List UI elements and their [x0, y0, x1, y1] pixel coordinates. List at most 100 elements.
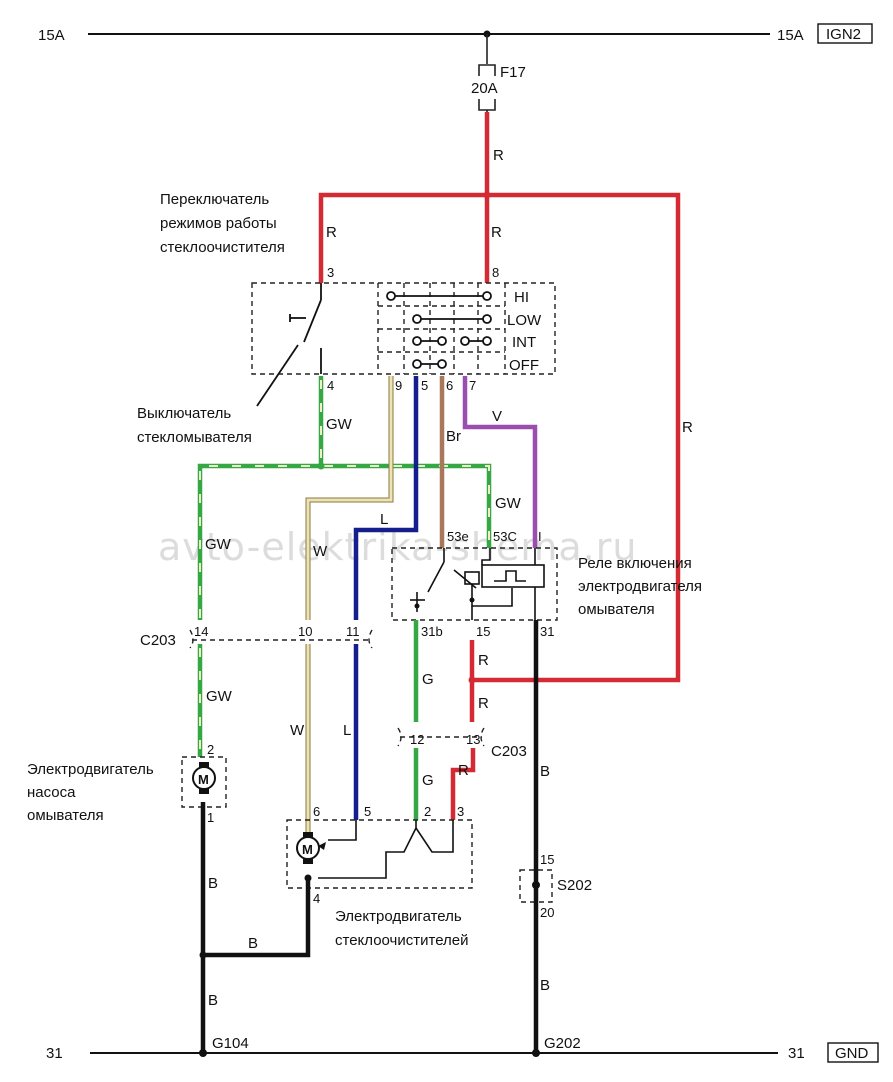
- relay-pin-53e: 53e: [447, 529, 469, 544]
- switch-pin-4: 4: [327, 378, 334, 393]
- mode-int: INT: [512, 334, 536, 351]
- ground-label-g104: G104: [212, 1035, 249, 1052]
- wire-label-b: B: [208, 875, 218, 892]
- relay-pin-31: 31: [540, 624, 554, 639]
- wiper-pin-6: 6: [313, 804, 320, 819]
- black-wires: [200, 620, 539, 1053]
- wire-label-w: W: [290, 722, 305, 739]
- switch-title-line3: стеклоочистителя: [160, 239, 285, 256]
- c203-pin-13: 13: [466, 732, 480, 747]
- wire-label-r: R: [478, 652, 489, 669]
- motor-brush: [318, 842, 326, 850]
- pump-title-line1: Электродвигатель: [27, 761, 154, 778]
- wire-label-gw: GW: [326, 416, 353, 433]
- wiper-motor-box: [286, 819, 473, 889]
- switch-pin-7: 7: [469, 378, 476, 393]
- wire-label-br: Br: [446, 428, 461, 445]
- watermark: avto-elektrika-shema.ru: [158, 525, 637, 569]
- wire-label-r: R: [478, 695, 489, 712]
- relay-title-line3: омывателя: [578, 601, 655, 618]
- motor-brush: [303, 832, 313, 837]
- gw-wires: [197, 376, 492, 757]
- blue-wire: [353, 376, 419, 820]
- wire-label-l: L: [380, 511, 388, 528]
- switch-pin-5: 5: [421, 378, 428, 393]
- switch-pin-3: 3: [327, 265, 334, 280]
- pump-pin-2: 2: [207, 742, 214, 757]
- c203-pin-14: 14: [194, 624, 208, 639]
- switch-pin-8: 8: [492, 265, 499, 280]
- wire-label-l: L: [343, 722, 351, 739]
- pump-pin-1: 1: [207, 810, 214, 825]
- washer-switch-title-line1: Выключатель: [137, 405, 231, 422]
- red-wires: [318, 112, 681, 820]
- wiper-motor-symbol: M: [302, 842, 313, 857]
- wiper-pin-3: 3: [457, 804, 464, 819]
- wire-label-g: G: [422, 772, 434, 789]
- gw-junction: [317, 462, 325, 470]
- wire-label-r: R: [326, 224, 337, 241]
- c203-pin-10: 10: [298, 624, 312, 639]
- wiper-pin-4: 4: [313, 891, 320, 906]
- c203-pin-12: 12: [410, 732, 424, 747]
- wiper-switch-box: [251, 282, 556, 375]
- splice-s202-box: [519, 869, 553, 903]
- switch-pin-9: 9: [395, 378, 402, 393]
- top-rail-right-label: 15A: [777, 27, 804, 44]
- wiper-title-line1: Электродвигатель: [335, 908, 462, 925]
- relay-pin-53c: 53C: [493, 529, 517, 544]
- motor-brush: [199, 789, 209, 794]
- pump-title-line3: омывателя: [27, 807, 104, 824]
- fuse-f17: [478, 34, 496, 114]
- wire-label-v: V: [492, 408, 502, 425]
- fuse-name: F17: [500, 64, 526, 81]
- violet-wire: [462, 376, 538, 548]
- mode-low: LOW: [507, 312, 542, 329]
- bottom-rail-left-label: 31: [46, 1045, 63, 1062]
- motor-brush: [199, 762, 209, 767]
- c203-bracket: [189, 629, 194, 649]
- red-junction: [483, 191, 491, 199]
- switch-contacts: [386, 291, 492, 369]
- wire-label-w: W: [313, 543, 328, 560]
- washer-pump-box: [181, 756, 227, 808]
- wire-label-b: B: [540, 763, 550, 780]
- pump-title-line2: насоса: [27, 784, 76, 801]
- c203-pin-11: 11: [346, 624, 360, 639]
- c203-label: C203: [491, 743, 527, 760]
- wire-label-r: R: [458, 762, 469, 779]
- washer-push-switch: [256, 283, 322, 407]
- mode-hi: HI: [514, 289, 529, 306]
- black-junction: [199, 951, 207, 959]
- white-wire: [305, 376, 394, 835]
- wire-label-gw: GW: [206, 688, 233, 705]
- wire-label-g: G: [422, 671, 434, 688]
- relay-contact: [414, 603, 420, 609]
- switch-pin-6: 6: [446, 378, 453, 393]
- wire-label-b: B: [208, 992, 218, 1009]
- switch-title-line2: режимов работы: [160, 215, 277, 232]
- washer-pump-symbol: M: [198, 772, 209, 787]
- motor-brush: [303, 859, 313, 864]
- washer-relay-box: [391, 547, 558, 621]
- top-rail-left-label: 15A: [38, 27, 65, 44]
- red-junction-relay: [468, 676, 476, 684]
- splice-pin-15: 15: [540, 852, 554, 867]
- ign2-tag: IGN2: [826, 26, 861, 43]
- relay-title-line1: Реле включения: [578, 555, 692, 572]
- washer-switch-title-line2: стекломывателя: [137, 429, 252, 446]
- switch-title-line1: Переключатель: [160, 191, 269, 208]
- wire-label-b: B: [248, 935, 258, 952]
- wiper-title-line2: стеклоочистителей: [335, 932, 469, 949]
- relay-contact: [469, 597, 475, 603]
- wire-label-b: B: [540, 977, 550, 994]
- relay-pin-15: 15: [476, 624, 490, 639]
- relay-title-line2: электродвигателя: [578, 578, 702, 595]
- wiper-motor-internals: [318, 820, 454, 879]
- wire-label-r: R: [493, 147, 504, 164]
- c203-label: C203: [140, 632, 176, 649]
- relay-pin-31b: 31b: [421, 624, 443, 639]
- relay-pin-i: I: [538, 529, 542, 544]
- wire-label-gw: GW: [205, 536, 232, 553]
- wire-label-gw: GW: [495, 495, 522, 512]
